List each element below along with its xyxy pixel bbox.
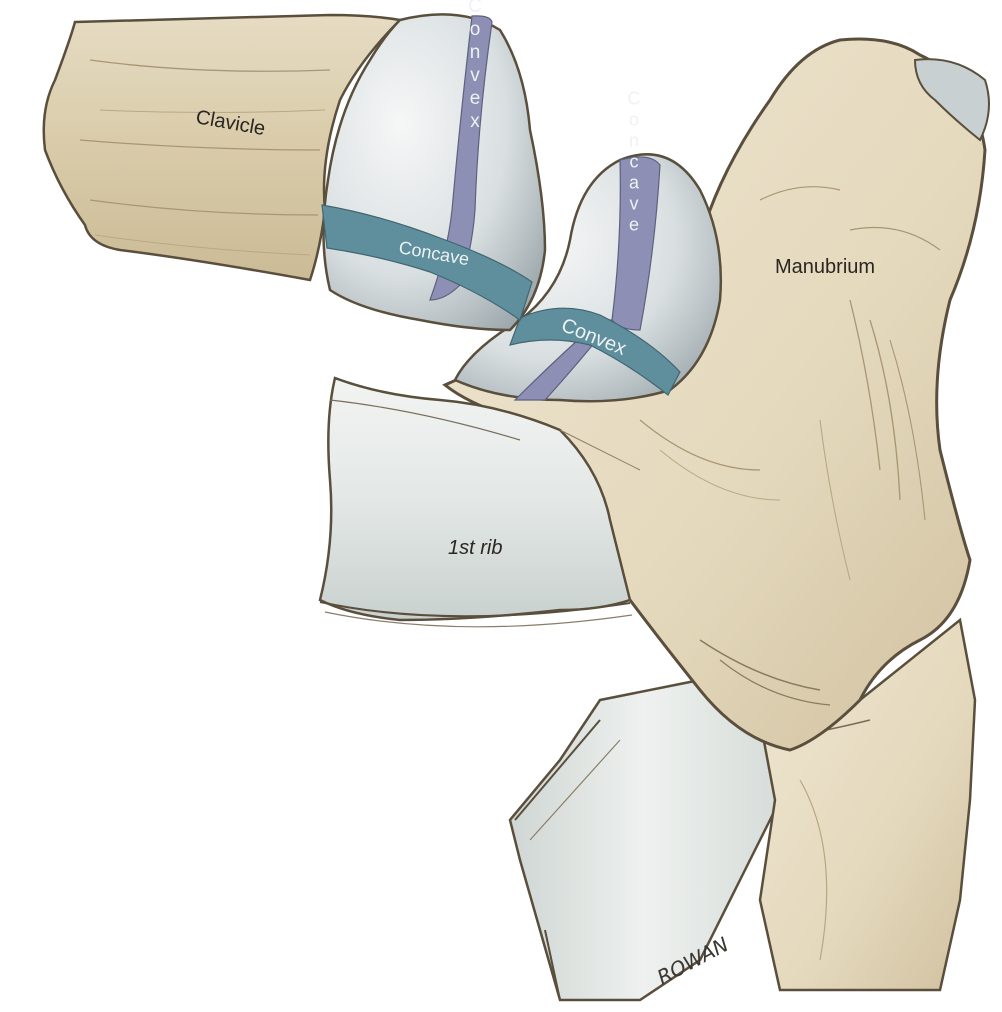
- clavicle-convex-label: Convex: [465, 0, 486, 134]
- first-rib-label: 1st rib: [448, 537, 502, 559]
- manubrium-label: Manubrium: [775, 256, 875, 278]
- manubrium-concave-label: Concave: [624, 89, 644, 236]
